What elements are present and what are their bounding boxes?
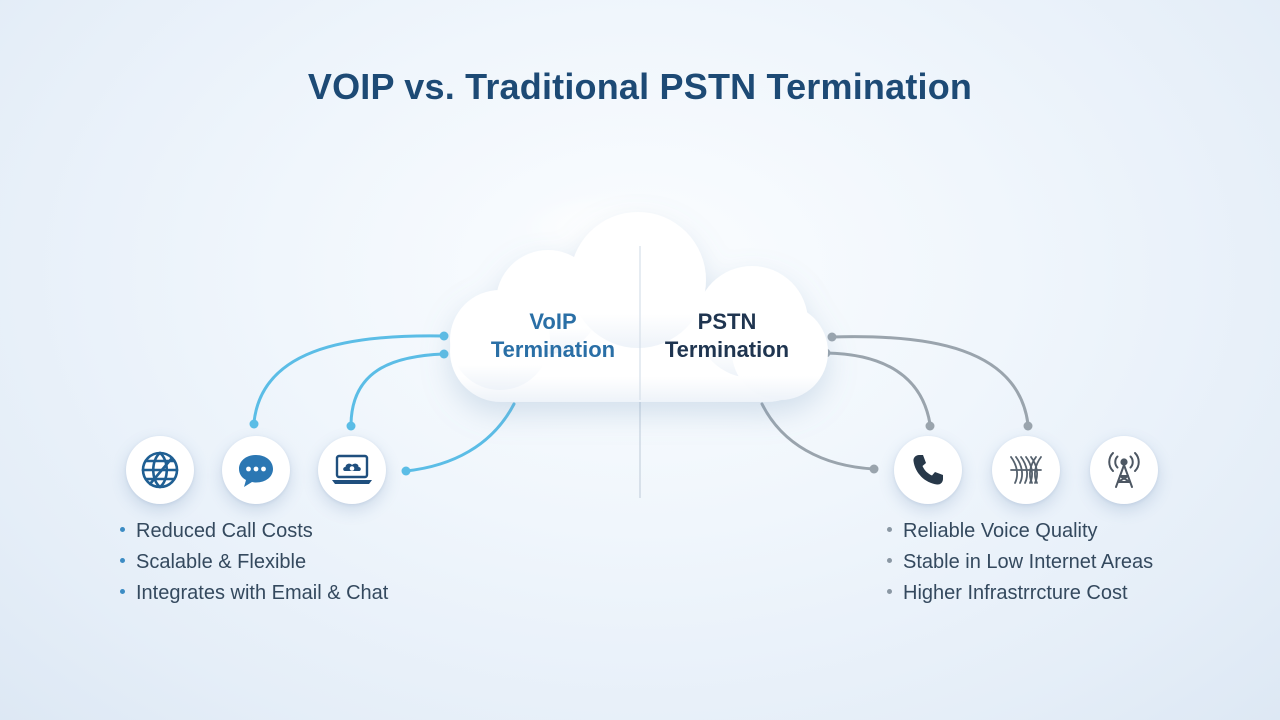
pstn-label-line2: Termination bbox=[664, 337, 790, 362]
voip-termination-label: VoIP Termination bbox=[468, 308, 638, 364]
bullet-dot bbox=[120, 527, 125, 533]
list-item: Reduced Call Costs bbox=[120, 516, 388, 547]
bullet-dot bbox=[120, 589, 125, 595]
fiber-icon-circle bbox=[992, 436, 1060, 504]
voip-benefit-text: Reduced Call Costs bbox=[136, 520, 313, 542]
bullet-dot bbox=[887, 558, 892, 564]
list-item: Scalable & Flexible bbox=[120, 547, 388, 578]
laptop-icon-circle bbox=[318, 436, 386, 504]
voip-benefit-text: Scalable & Flexible bbox=[136, 551, 307, 573]
voip-benefits-list: Reduced Call Costs Scalable & Flexible I… bbox=[120, 516, 388, 609]
voip-benefit-text: Integrates with Email & Chat bbox=[136, 582, 389, 604]
pstn-label-line1: PSTN bbox=[697, 309, 757, 334]
pstn-benefit-text: Higher Infrastrrcture Cost bbox=[903, 582, 1128, 604]
laptop-cloud-icon bbox=[332, 454, 372, 484]
voip-label-line2: Termination bbox=[490, 337, 616, 362]
pstn-benefits-list: Reliable Voice Quality Stable in Low Int… bbox=[887, 516, 1153, 609]
list-item: Integrates with Email & Chat bbox=[120, 578, 388, 609]
chat-bubble-icon bbox=[239, 455, 273, 487]
bullet-dot bbox=[887, 527, 892, 533]
tower-icon-circle bbox=[1090, 436, 1158, 504]
list-item: Stable in Low Internet Areas bbox=[887, 547, 1153, 578]
phone-handset-icon bbox=[913, 455, 943, 485]
voip-connectors bbox=[252, 334, 516, 473]
fiber-cable-icon bbox=[1010, 456, 1042, 484]
diagram-title: VOIP vs. Traditional PSTN Termination bbox=[307, 66, 973, 107]
voip-label-line1: VoIP bbox=[529, 309, 577, 334]
globe-icon bbox=[141, 451, 179, 489]
chat-icon-circle bbox=[222, 436, 290, 504]
phone-icon-circle bbox=[894, 436, 962, 504]
central-cloud bbox=[450, 212, 828, 402]
bullet-dot bbox=[887, 589, 892, 595]
pstn-benefit-text: Reliable Voice Quality bbox=[903, 520, 1098, 542]
pstn-termination-label: PSTN Termination bbox=[642, 308, 812, 364]
globe-icon-circle bbox=[126, 436, 194, 504]
list-item: Reliable Voice Quality bbox=[887, 516, 1153, 547]
pstn-benefit-text: Stable in Low Internet Areas bbox=[903, 551, 1154, 573]
bullet-dot bbox=[120, 558, 125, 564]
cell-tower-icon bbox=[1108, 452, 1140, 488]
pstn-connectors bbox=[760, 335, 1030, 471]
list-item: Higher Infrastrrcture Cost bbox=[887, 578, 1153, 609]
